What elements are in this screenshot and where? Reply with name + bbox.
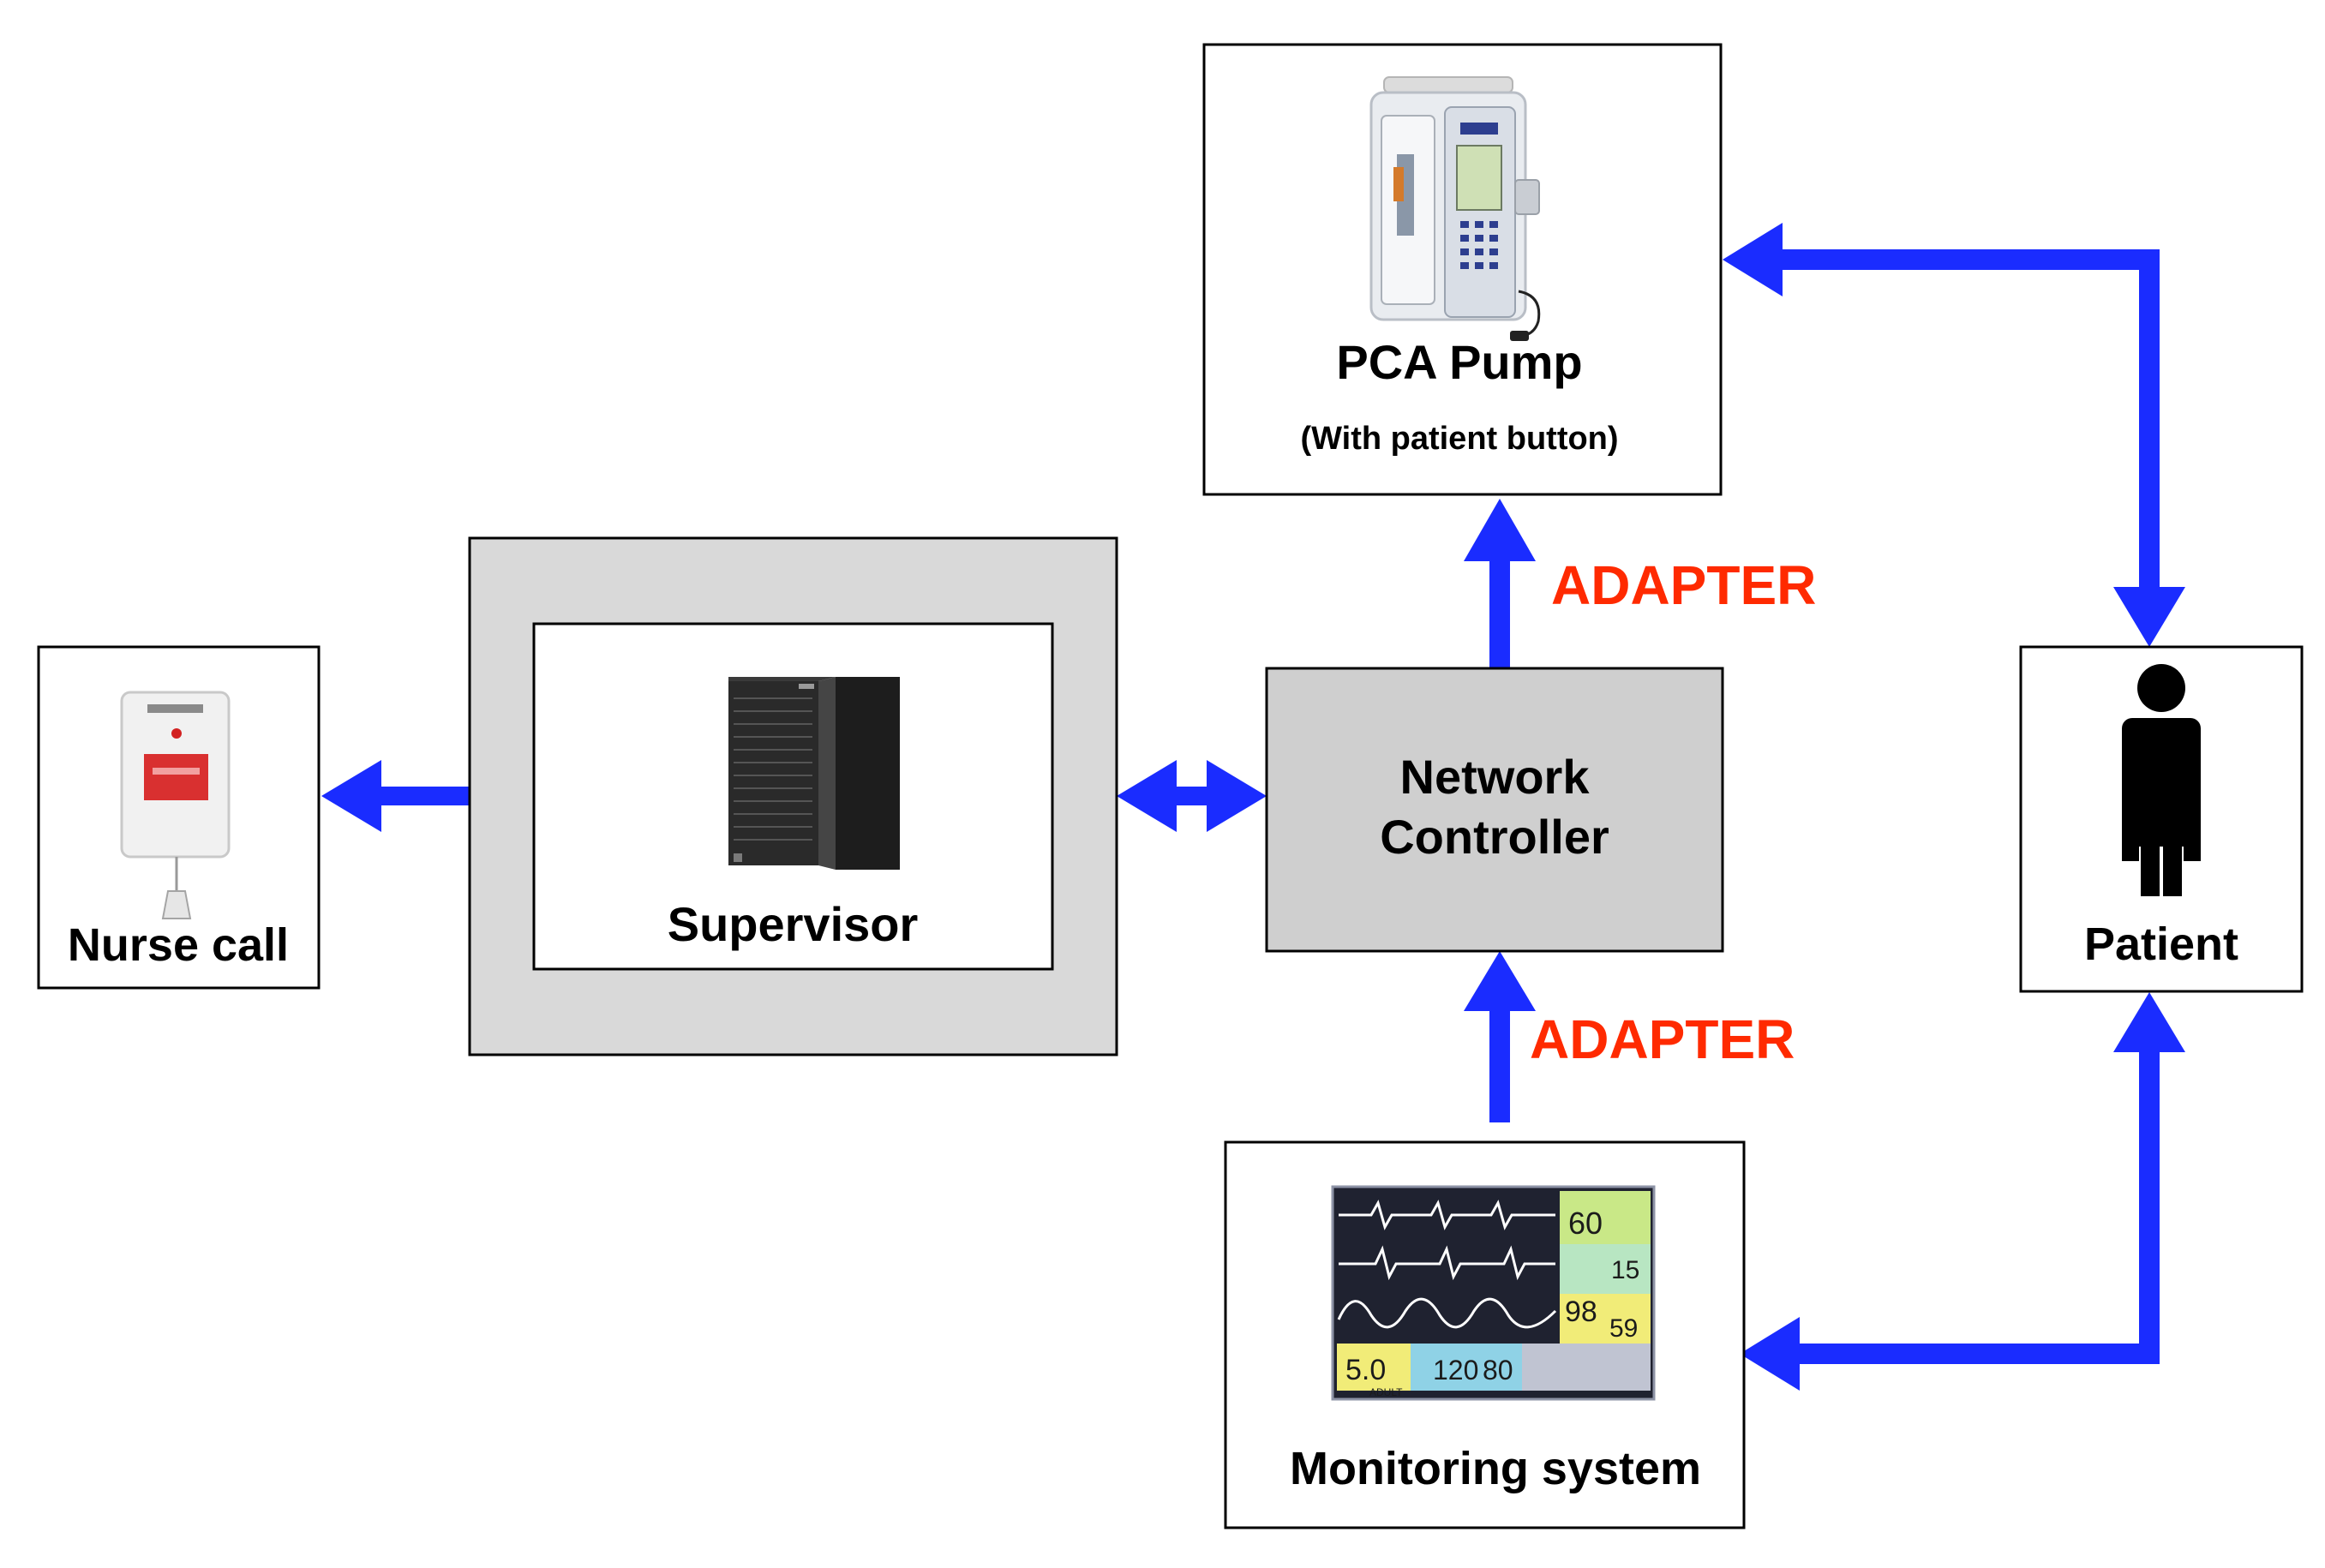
arrow-controller-to-pca-pump (1464, 499, 1536, 673)
pca-pump-sublabel: (With patient button) (1300, 421, 1618, 457)
patient-monitor-icon: 60 15 98 59 5.0 120 80 ADULT (1331, 1185, 1656, 1401)
arrow-pca-pump-patient (1723, 223, 2185, 647)
patient-label: Patient (2084, 919, 2238, 970)
arrow-monitor-to-controller (1464, 951, 1536, 1122)
supervisor-label: Supervisor (668, 897, 919, 951)
monitor-nibp-sys-readout: 120 (1433, 1355, 1478, 1385)
network-controller-label-line1: Network (1400, 750, 1591, 804)
monitoring-system-node: 60 15 98 59 5.0 120 80 ADULT Monitoring … (1224, 1140, 1746, 1529)
connection-arrows (321, 223, 2185, 1391)
monitor-rr-readout: 15 (1611, 1256, 1639, 1284)
network-controller-node: Network Controller (1265, 667, 1724, 953)
patient-node: Patient (2019, 645, 2304, 993)
monitor-etco2-readout: 5.0 (1345, 1354, 1386, 1386)
pca-pump-node: PCA Pump (With patient button) (1202, 43, 1723, 496)
server-tower-icon (728, 677, 900, 870)
infusion-pump-icon (1369, 76, 1541, 341)
arrow-supervisor-to-nurse-call (321, 760, 471, 832)
adapter-label-top: ADAPTER (1551, 554, 1816, 616)
adapter-label-bottom: ADAPTER (1530, 1008, 1795, 1070)
arrow-supervisor-network-controller (1117, 760, 1267, 832)
monitor-mode-readout: ADULT (1369, 1386, 1403, 1398)
monitor-hr-readout: 60 (1568, 1206, 1603, 1241)
nurse-call-label: Nurse call (68, 919, 289, 971)
pca-pump-label: PCA Pump (1336, 335, 1582, 389)
monitor-pr-readout: 59 (1609, 1314, 1638, 1343)
supervisor-node: Supervisor (468, 536, 1118, 1056)
monitoring-system-label: Monitoring system (1290, 1443, 1701, 1494)
nurse-call-pendant-icon (120, 691, 231, 919)
monitor-spo2-readout: 98 (1565, 1296, 1597, 1328)
arrow-patient-monitoring (1740, 992, 2185, 1391)
monitor-nibp-dia-readout: 80 (1483, 1355, 1513, 1385)
network-controller-label-line2: Controller (1380, 810, 1609, 864)
person-icon (2122, 664, 2201, 896)
nurse-call-node: Nurse call (37, 645, 321, 990)
